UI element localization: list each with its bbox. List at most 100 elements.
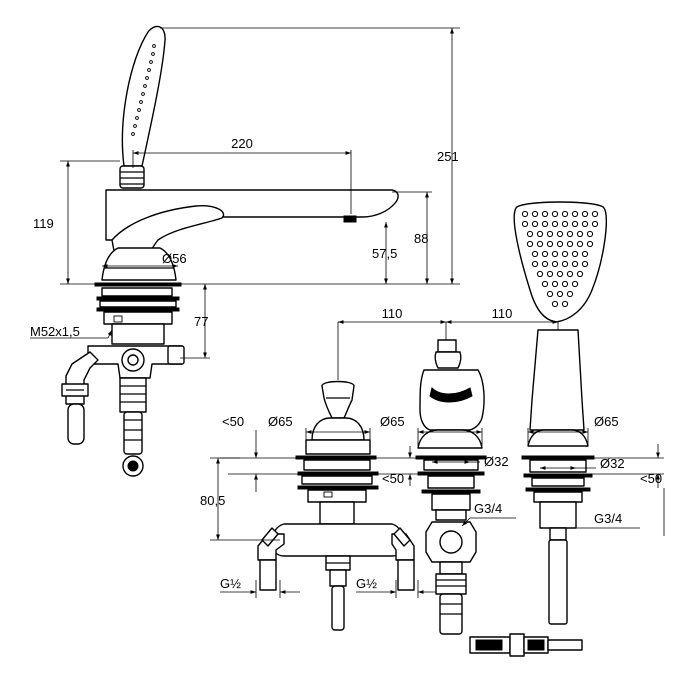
dim-spout-reach: 220 xyxy=(231,136,253,151)
spout-dimensions: 220 251 119 88 57,5 Ø56 77 M52x1,5 xyxy=(30,27,460,359)
nozzle xyxy=(556,230,564,238)
nozzle xyxy=(571,280,579,288)
nozzle xyxy=(556,240,564,248)
nozzle xyxy=(541,210,549,218)
nozzle xyxy=(521,210,529,218)
nozzle xyxy=(581,210,589,218)
nozzle xyxy=(551,250,559,258)
spout-outlet xyxy=(343,215,357,223)
nozzle xyxy=(561,300,569,308)
dim-plate-thickness-3: <50 xyxy=(640,471,662,486)
deck-line-diverter xyxy=(295,455,377,460)
nozzle xyxy=(566,290,574,298)
deck-line-valve xyxy=(415,455,487,460)
hand-shower-nozzles xyxy=(131,44,156,136)
nozzle xyxy=(541,260,549,268)
nozzle xyxy=(561,260,569,268)
nozzle xyxy=(576,230,584,238)
dim-spacing-right: 110 xyxy=(492,306,513,321)
shower-holder xyxy=(119,165,145,189)
nozzle xyxy=(561,220,569,228)
hand-shower-assembly xyxy=(469,201,608,657)
dim-thread: M52x1,5 xyxy=(30,324,80,339)
nozzle xyxy=(571,210,579,218)
nozzle xyxy=(581,260,589,268)
nozzle xyxy=(531,250,539,258)
dim-body-height: 119 xyxy=(33,216,54,231)
nozzle xyxy=(521,220,529,228)
dim-spacing-left: 110 xyxy=(382,306,403,321)
nozzle xyxy=(541,220,549,228)
nozzle xyxy=(561,280,569,288)
dim-plate-thickness-1: <50 xyxy=(222,414,244,429)
dim-plate-thickness-2: <50 xyxy=(382,471,404,486)
nozzle xyxy=(541,250,549,258)
deck-line-shower xyxy=(521,455,595,460)
nozzle xyxy=(566,240,574,248)
nozzle xyxy=(536,230,544,238)
deck-dimensions: 110 110 Ø65 Ø65 Ø65 <50 <50 <50 xyxy=(200,306,665,598)
shower-hose xyxy=(548,539,568,625)
nozzle xyxy=(546,240,554,248)
dim-rosette-diameter: Ø56 xyxy=(162,251,187,266)
nozzle xyxy=(576,240,584,248)
dim-outlet-to-deck: 57,5 xyxy=(372,246,397,261)
nozzle xyxy=(551,220,559,228)
dim-hole-shower: Ø32 xyxy=(600,456,625,471)
nozzle xyxy=(576,270,584,278)
nozzle xyxy=(526,240,534,248)
valve-knob xyxy=(434,351,462,369)
diverter-body xyxy=(271,523,405,557)
nozzle xyxy=(571,250,579,258)
nozzle xyxy=(546,270,554,278)
dim-rosette-valve: Ø65 xyxy=(380,414,405,429)
nozzle xyxy=(586,230,594,238)
diverter-knob xyxy=(321,380,355,419)
dim-inlet-right: G½ xyxy=(356,576,377,591)
shower-valve-assembly xyxy=(415,339,487,635)
nozzle xyxy=(551,210,559,218)
nozzle xyxy=(586,240,594,248)
deck-line-left xyxy=(94,282,182,287)
nozzle xyxy=(531,220,539,228)
nozzle xyxy=(566,270,574,278)
dim-diverter-height: 80,5 xyxy=(200,493,225,508)
nozzle xyxy=(591,220,599,228)
hand-shower-handle xyxy=(121,25,166,167)
nozzle xyxy=(561,250,569,258)
nozzle xyxy=(531,210,539,218)
nozzle xyxy=(556,290,564,298)
nozzle xyxy=(591,210,599,218)
dim-inlet-left: G½ xyxy=(220,576,241,591)
bath-spout-assembly xyxy=(61,25,399,477)
nozzle xyxy=(571,260,579,268)
nozzle xyxy=(551,260,559,268)
hose-connector xyxy=(469,633,583,657)
dim-connection-shower: G3/4 xyxy=(594,511,622,526)
dim-rosette-diverter: Ø65 xyxy=(268,414,293,429)
nozzle xyxy=(531,260,539,268)
dim-hole-valve: Ø32 xyxy=(484,454,509,469)
dim-outlet-height: 88 xyxy=(414,231,428,246)
hand-shower-head xyxy=(513,201,608,323)
nozzle xyxy=(526,230,534,238)
nozzle xyxy=(566,230,574,238)
nozzle xyxy=(551,280,559,288)
nozzle xyxy=(551,300,559,308)
shower-head-nozzles xyxy=(521,210,599,308)
dim-below-deck: 77 xyxy=(194,314,208,329)
nozzle xyxy=(556,270,564,278)
nozzle xyxy=(536,240,544,248)
dim-total-height: 251 xyxy=(437,149,459,164)
nozzle xyxy=(536,270,544,278)
nozzle xyxy=(546,290,554,298)
nozzle xyxy=(581,250,589,258)
dim-rosette-shower: Ø65 xyxy=(594,414,619,429)
nozzle xyxy=(581,220,589,228)
nozzle xyxy=(571,220,579,228)
nozzle xyxy=(561,210,569,218)
diverter-assembly xyxy=(257,380,415,631)
nozzle xyxy=(546,230,554,238)
dim-connection-valve: G3/4 xyxy=(474,501,502,516)
